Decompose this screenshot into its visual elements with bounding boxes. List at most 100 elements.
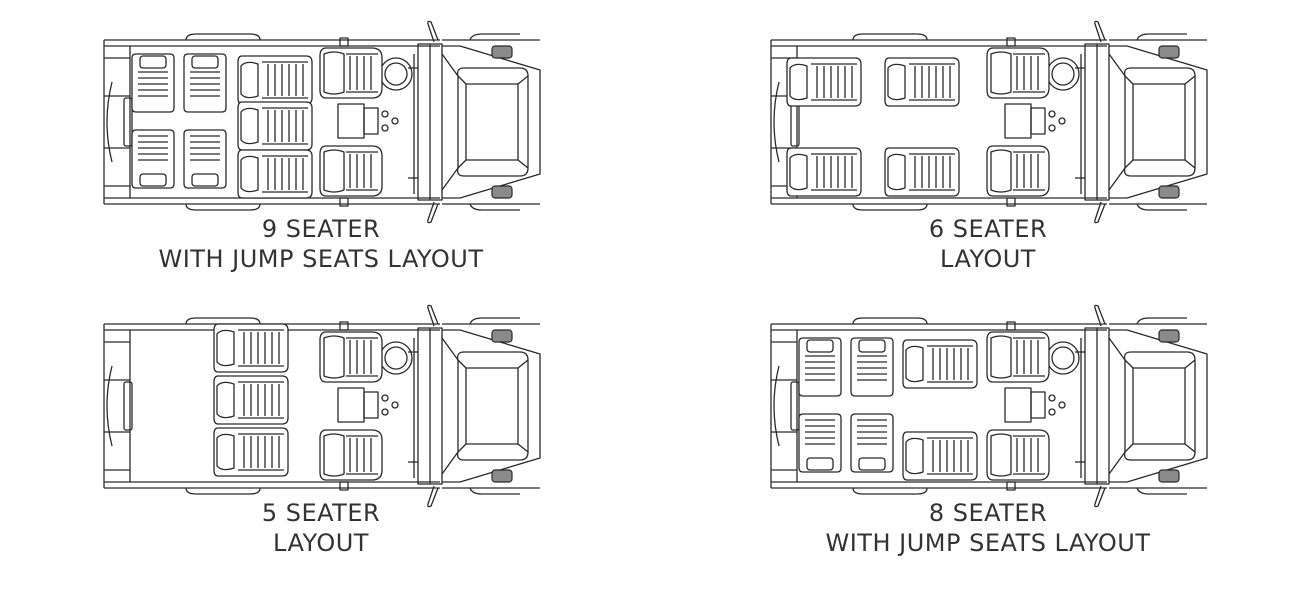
rear-wheel-arch <box>185 33 261 211</box>
rear-seat-bolster <box>238 329 284 367</box>
body-rail <box>104 39 440 205</box>
front-seat <box>986 47 1050 99</box>
rear-seat-back <box>240 107 259 145</box>
gear-knob-1 <box>381 110 389 118</box>
rear-door <box>770 324 798 488</box>
bonnet-inner <box>1132 367 1186 445</box>
headlamp-left <box>1158 45 1180 59</box>
gear-knob-3 <box>1058 117 1066 125</box>
jump-seat-back <box>191 55 219 69</box>
rear-wheel-arch <box>852 33 928 211</box>
b-pillar-bottom <box>339 197 349 207</box>
seat-back <box>990 335 1012 379</box>
jump-seat <box>798 337 842 397</box>
gear-knob-3 <box>391 117 399 125</box>
gear-knob-2 <box>381 408 389 416</box>
rear-seat-bolster <box>811 63 857 101</box>
front-seat <box>319 429 383 481</box>
mirror-right <box>1094 485 1106 508</box>
caption-5-seater: 5 SEATER LAYOUT <box>96 498 546 558</box>
rear-seat-bolster <box>262 107 308 145</box>
headlamp-left <box>491 329 513 343</box>
bonnet-inner <box>465 367 519 445</box>
caption-line2: WITH JUMP SEATS LAYOUT <box>158 245 484 273</box>
seat-back <box>990 149 1012 193</box>
layout-panel-8-seater: 8 SEATER WITH JUMP SEATS LAYOUT <box>763 296 1298 586</box>
gear-knob-2 <box>381 124 389 132</box>
seat-bolster <box>346 337 378 377</box>
headlamp-right <box>491 469 513 483</box>
vehicle-diagram-6-seater <box>770 20 1208 224</box>
rear-seat-back <box>240 155 259 193</box>
jump-seat-back <box>191 173 219 187</box>
dashboard <box>408 54 418 194</box>
jump-seat <box>183 129 227 189</box>
vehicle-group <box>103 304 541 508</box>
gear-knob-1 <box>1048 394 1056 402</box>
gear-housing <box>363 107 379 135</box>
wing-edge <box>442 323 540 489</box>
gear-knob-2 <box>1048 408 1056 416</box>
steering-hub <box>1051 346 1075 370</box>
layout-panel-5-seater: 5 SEATER LAYOUT <box>96 296 656 586</box>
headlamp-right <box>1158 185 1180 199</box>
vehicle-group <box>770 20 1208 224</box>
front-wheel-arch <box>469 33 520 211</box>
b-pillar-top <box>339 321 349 331</box>
rear-seat-bolster <box>262 61 308 99</box>
rear-seat-bolster <box>811 153 857 191</box>
mirror-left <box>427 20 439 43</box>
rear-seat-back <box>216 329 235 367</box>
gear-knob-3 <box>1058 401 1066 409</box>
seat-bolster <box>346 435 378 475</box>
bonnet-corners <box>457 359 529 453</box>
rear-seat-back <box>216 381 235 419</box>
wing-edge <box>442 39 540 205</box>
seat-bolster <box>346 151 378 191</box>
seat-bolster <box>1013 151 1045 191</box>
mirror-left <box>427 304 439 327</box>
steering-hub <box>384 62 408 86</box>
bonnet-struts <box>441 337 459 475</box>
seat-back <box>990 433 1012 477</box>
console-box <box>337 387 365 423</box>
rear-seat-bolster <box>238 433 284 471</box>
b-pillar-top <box>339 37 349 47</box>
seat-back <box>323 335 345 379</box>
caption-line2: WITH JUMP SEATS LAYOUT <box>825 529 1151 557</box>
rear-seat-bolster <box>238 381 284 419</box>
mirror-right <box>1094 201 1106 224</box>
steering-hub <box>1051 62 1075 86</box>
jump-seat-back <box>139 55 167 69</box>
rear-wheel-arch <box>185 317 261 495</box>
rear-seat-back <box>887 63 906 101</box>
jump-seat-back <box>806 339 834 353</box>
bonnet-inner <box>465 83 519 161</box>
caption-line2: LAYOUT <box>273 529 369 557</box>
rear-bump <box>790 381 800 431</box>
gear-knob-1 <box>381 394 389 402</box>
front-seat <box>319 47 383 99</box>
b-pillar-bottom <box>1006 481 1016 491</box>
spare-wheel <box>773 365 780 447</box>
rear-seat-bolster <box>909 153 955 191</box>
seat-back <box>323 433 345 477</box>
gear-knob-2 <box>1048 124 1056 132</box>
front-wheel-arch <box>1136 317 1187 495</box>
jump-seat-back <box>858 457 886 471</box>
dashboard <box>408 338 418 478</box>
gear-knob-3 <box>391 401 399 409</box>
rear-seat-back <box>216 433 235 471</box>
bonnet-edge <box>442 45 541 199</box>
mirror-right <box>427 485 439 508</box>
front-wheel-arch <box>469 317 520 495</box>
caption-line1: 5 SEATER <box>261 499 381 527</box>
wing-edge <box>1109 323 1207 489</box>
caption-line1: 9 SEATER <box>261 215 381 243</box>
steering-hub <box>384 346 408 370</box>
rear-bump <box>123 381 133 431</box>
vehicle-diagram-8-seater <box>770 304 1208 508</box>
vehicle-group <box>103 20 541 224</box>
seat-bolster <box>1013 435 1045 475</box>
console-box <box>337 103 365 139</box>
